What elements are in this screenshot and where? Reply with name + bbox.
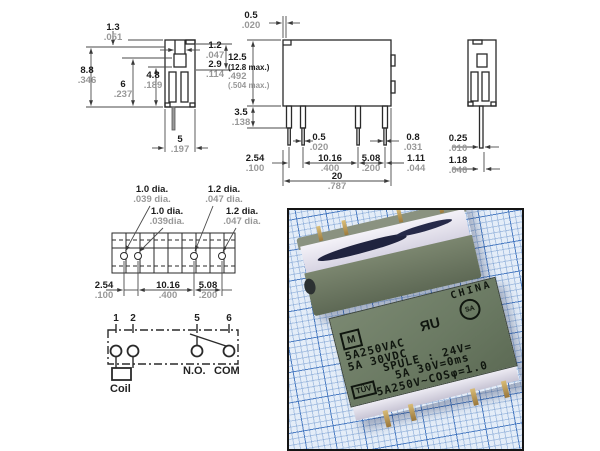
dim-pitch-1: 2.54 .100: [245, 153, 265, 174]
dim-width: 20 .787: [327, 171, 347, 192]
schematic-pin-6: 6: [226, 313, 232, 324]
dim-tab-width: 1.2 .047: [205, 40, 225, 61]
dim-pitch-3: 5.08 .200: [361, 153, 381, 174]
dim-pin-thin: 0.5 .020: [309, 132, 329, 153]
dim-slot-a: 6 .237: [113, 79, 133, 100]
ul-recognized-icon: ЯU: [418, 313, 442, 335]
dim-depth: 5 .197: [170, 134, 190, 155]
dim-height: 12.5 (12.8 max.) .492 (.504 max.): [228, 52, 270, 90]
dim-pcb-pitch-2: 10.16 .400: [156, 280, 180, 301]
dim-pcb-pitch-1: 2.54 .100: [94, 280, 114, 301]
csa-mark-icon: SA: [457, 296, 483, 323]
relay-photo-panel: CHINA M ЯU SA 5A250VAC 5A 30VDC SPULE : …: [287, 208, 524, 451]
dim-standoff: 3.5 .138: [231, 107, 251, 128]
label-normally-open: N.O.: [183, 365, 206, 377]
dim-step-height: 2.9 .114: [206, 59, 224, 80]
dim-slot-b: 4.8 .189: [143, 70, 163, 91]
label-common: COM: [214, 365, 240, 377]
dim-body-height: 8.8 .346: [77, 65, 97, 86]
hole-label-2: 1.0 dia. .039dia.: [149, 206, 185, 227]
dim-top-step: 0.5 .020: [241, 10, 261, 31]
schematic-pin-2: 2: [130, 313, 136, 324]
dim-pin-thickness: 0.25 .010: [448, 133, 468, 154]
schematic-pin-1: 1: [113, 313, 119, 324]
dim-cover-step: 1.3 .051: [103, 22, 123, 43]
tuv-mark-icon: TÜV: [350, 380, 378, 400]
hole-label-1: 1.0 dia. .039 dia.: [133, 184, 171, 205]
dim-pin-width: 1.18 .046: [448, 155, 468, 176]
dim-pin-wide: 0.8 .031: [403, 132, 423, 153]
dim-pitch-2: 10.16 .400: [318, 153, 342, 174]
dim-pcb-pitch-3: 5.08 .200: [198, 280, 218, 301]
dim-edge-margin: 1.11 .044: [406, 153, 426, 174]
schematic-pin-5: 5: [194, 313, 200, 324]
label-coil: Coil: [110, 383, 131, 395]
hole-label-3: 1.2 dia. .047 dia.: [205, 184, 243, 205]
hole-label-4: 1.2 dia. .047 dia.: [223, 206, 261, 227]
